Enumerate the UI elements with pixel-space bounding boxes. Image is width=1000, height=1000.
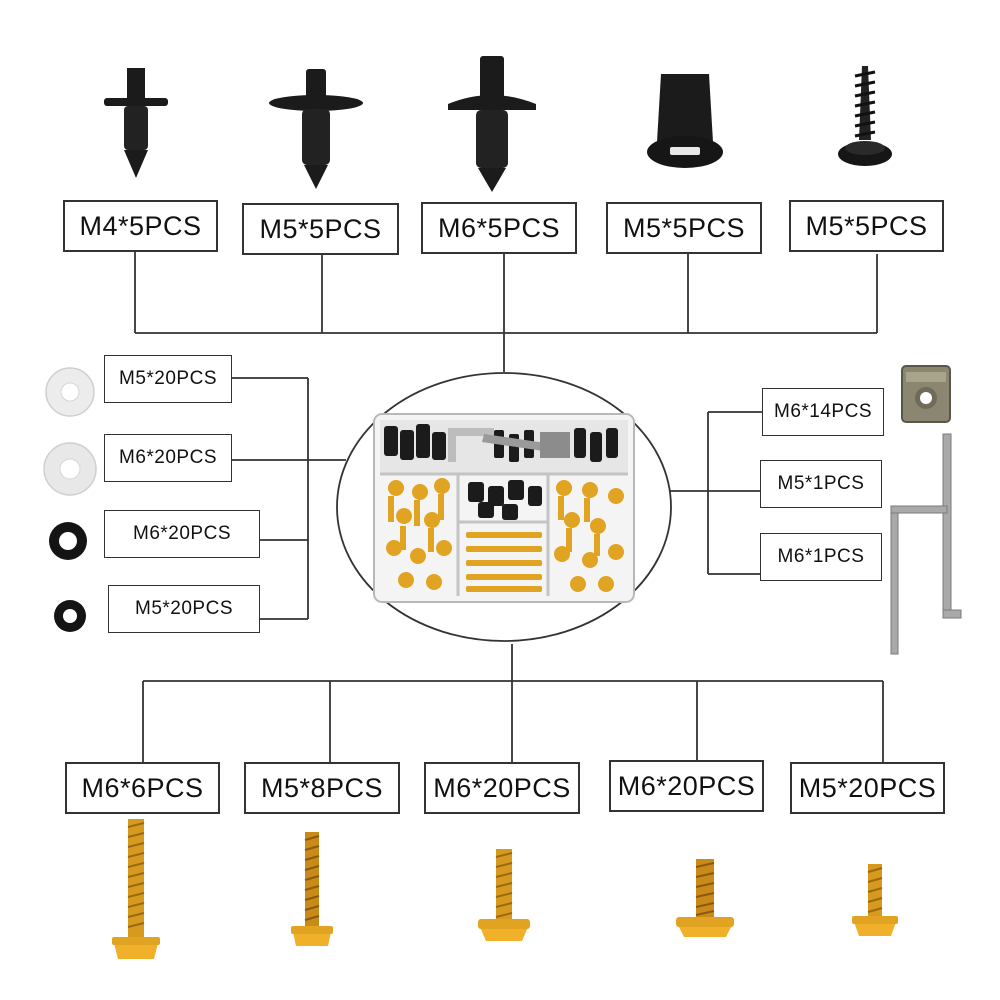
right-label-1: M6*14PCS	[762, 388, 884, 436]
black-rubber-washer-m5-icon	[54, 600, 86, 632]
bottom-label-3: M6*20PCS	[424, 762, 580, 814]
gold-bolt-m6-flange-icon	[676, 859, 734, 937]
self-tapping-screw-icon	[838, 66, 892, 166]
top-label-5: M5*5PCS	[789, 200, 944, 252]
push-rivet-m4-icon	[104, 68, 168, 178]
gold-bolt-m5-short-icon	[852, 864, 898, 936]
left-label-4: M5*20PCS	[108, 585, 260, 633]
bottom-label-5: M5*20PCS	[790, 762, 945, 814]
right-label-3: M6*1PCS	[760, 533, 882, 581]
bottom-label-1: M6*6PCS	[65, 762, 220, 814]
top-label-4: M5*5PCS	[606, 202, 762, 254]
black-rubber-washer-m6-icon	[49, 522, 87, 560]
right-label-2: M5*1PCS	[760, 460, 882, 508]
rubber-well-nut-icon	[647, 74, 723, 168]
gold-bolt-m5-icon	[291, 832, 333, 946]
push-rivet-m6-icon	[448, 56, 536, 192]
gold-bolt-m6-icon	[478, 849, 530, 941]
bottom-label-4: M6*20PCS	[609, 760, 764, 812]
left-label-1: M5*20PCS	[104, 355, 232, 403]
white-washer-m5-icon	[45, 367, 95, 417]
hex-key-icon	[890, 433, 962, 655]
top-label-3: M6*5PCS	[421, 202, 577, 254]
bottom-label-2: M5*8PCS	[244, 762, 400, 814]
top-label-2: M5*5PCS	[242, 203, 399, 255]
speed-clip-nut-icon	[901, 365, 951, 423]
gold-bolt-m6-long-icon	[112, 819, 160, 959]
left-label-3: M6*20PCS	[104, 510, 260, 558]
white-washer-m6-icon	[43, 442, 97, 496]
left-label-2: M6*20PCS	[104, 434, 232, 482]
push-rivet-m5-icon	[269, 69, 363, 189]
assortment-box-image	[336, 372, 672, 642]
top-label-1: M4*5PCS	[63, 200, 218, 252]
